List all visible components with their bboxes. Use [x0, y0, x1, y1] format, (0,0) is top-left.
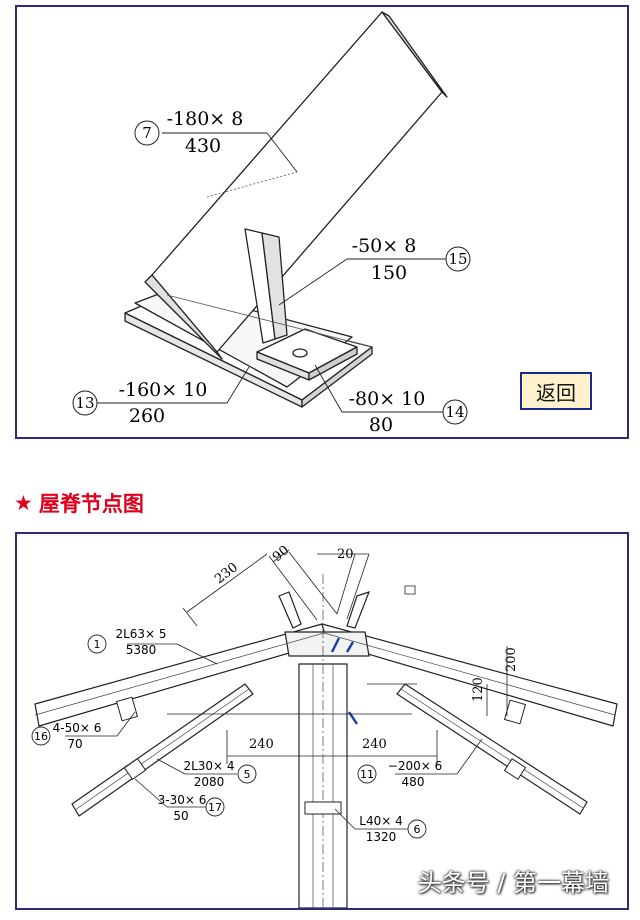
callout-length: 150 — [371, 262, 407, 284]
callout-number: 1 — [94, 638, 101, 651]
callout-number: 11 — [360, 768, 374, 781]
ridge-joint-panel: 230 90 20 200 120 240 240 1 2L63× 5 5380… — [15, 532, 629, 910]
callout-5: 5 2L30× 4 2080 — [183, 759, 257, 789]
callout-length: 480 — [402, 775, 425, 789]
inclined-plate-7 — [151, 11, 443, 353]
star-icon: ★ — [14, 491, 33, 515]
callout-number: 14 — [445, 403, 464, 421]
callout-number: 5 — [244, 768, 251, 781]
callout-number: 7 — [142, 124, 152, 142]
callout-spec: −200× 6 — [388, 759, 442, 773]
callout-number: 6 — [414, 823, 421, 836]
callout-16: 16 4-50× 6 70 — [31, 721, 102, 751]
callout-number: 13 — [75, 394, 94, 412]
callout-length: 80 — [369, 414, 393, 436]
ridge-joint-drawing: 230 90 20 200 120 240 240 1 2L63× 5 5380… — [31, 543, 618, 909]
callout-spec: -80× 10 — [349, 388, 426, 410]
callout-length: 430 — [185, 135, 221, 157]
callout-spec: 2L30× 4 — [183, 759, 234, 773]
section-title: ★ 屋脊节点图 — [14, 488, 144, 518]
callout-14: 14 -80× 10 80 — [349, 388, 468, 436]
dim-20: 20 — [337, 547, 354, 562]
callout-spec: 3-30× 6 — [158, 793, 207, 807]
diagonal-left — [71, 683, 254, 817]
callout-spec: L40× 4 — [359, 814, 402, 828]
callout-length: 2080 — [194, 775, 225, 789]
watermark: 头条号 / 第一幕墙 — [417, 869, 609, 897]
ridge-gusset — [284, 631, 370, 657]
callout-spec: 4-50× 6 — [53, 721, 102, 735]
callout-length: 1320 — [366, 830, 397, 844]
dim-120: 120 — [471, 677, 486, 702]
diagonal-right — [396, 683, 588, 815]
callout-6: 6 L40× 4 1320 — [359, 814, 427, 844]
dim-240-left: 240 — [249, 737, 274, 752]
callout-length: 260 — [129, 405, 165, 427]
callout-length: 70 — [67, 737, 82, 751]
callout-7: 7 -180× 8 430 — [134, 108, 244, 157]
callout-11: 11 −200× 6 480 — [357, 759, 442, 789]
dim-230: 230 — [212, 560, 241, 587]
callout-spec: -50× 8 — [352, 235, 417, 257]
top-chord-left — [34, 623, 328, 727]
callout-number: 17 — [208, 801, 222, 814]
callout-number: 16 — [34, 730, 48, 743]
callout-spec: -160× 10 — [119, 379, 208, 401]
callout-17: 17 3-30× 6 50 — [158, 793, 225, 823]
bolt-hole — [292, 348, 308, 358]
isometric-detail-drawing: 7 -180× 8 430 15 -50× 8 150 13 -160× 10 … — [72, 11, 471, 436]
section-title-text: 屋脊节点图 — [38, 492, 144, 516]
callout-spec: 2L63× 5 — [115, 627, 166, 641]
callout-number: 15 — [448, 250, 467, 268]
dim-200: 200 — [504, 647, 519, 672]
isometric-detail-panel: 7 -180× 8 430 15 -50× 8 150 13 -160× 10 … — [15, 5, 629, 439]
dim-240-right: 240 — [362, 737, 387, 752]
callout-length: 5380 — [126, 643, 157, 657]
callout-13: 13 -160× 10 260 — [72, 379, 208, 427]
back-button[interactable]: 返回 — [520, 372, 592, 410]
callout-1: 1 2L63× 5 5380 — [87, 627, 167, 657]
callout-length: 50 — [173, 809, 188, 823]
callout-15: 15 -50× 8 150 — [352, 235, 471, 284]
callout-spec: -180× 8 — [167, 108, 244, 130]
